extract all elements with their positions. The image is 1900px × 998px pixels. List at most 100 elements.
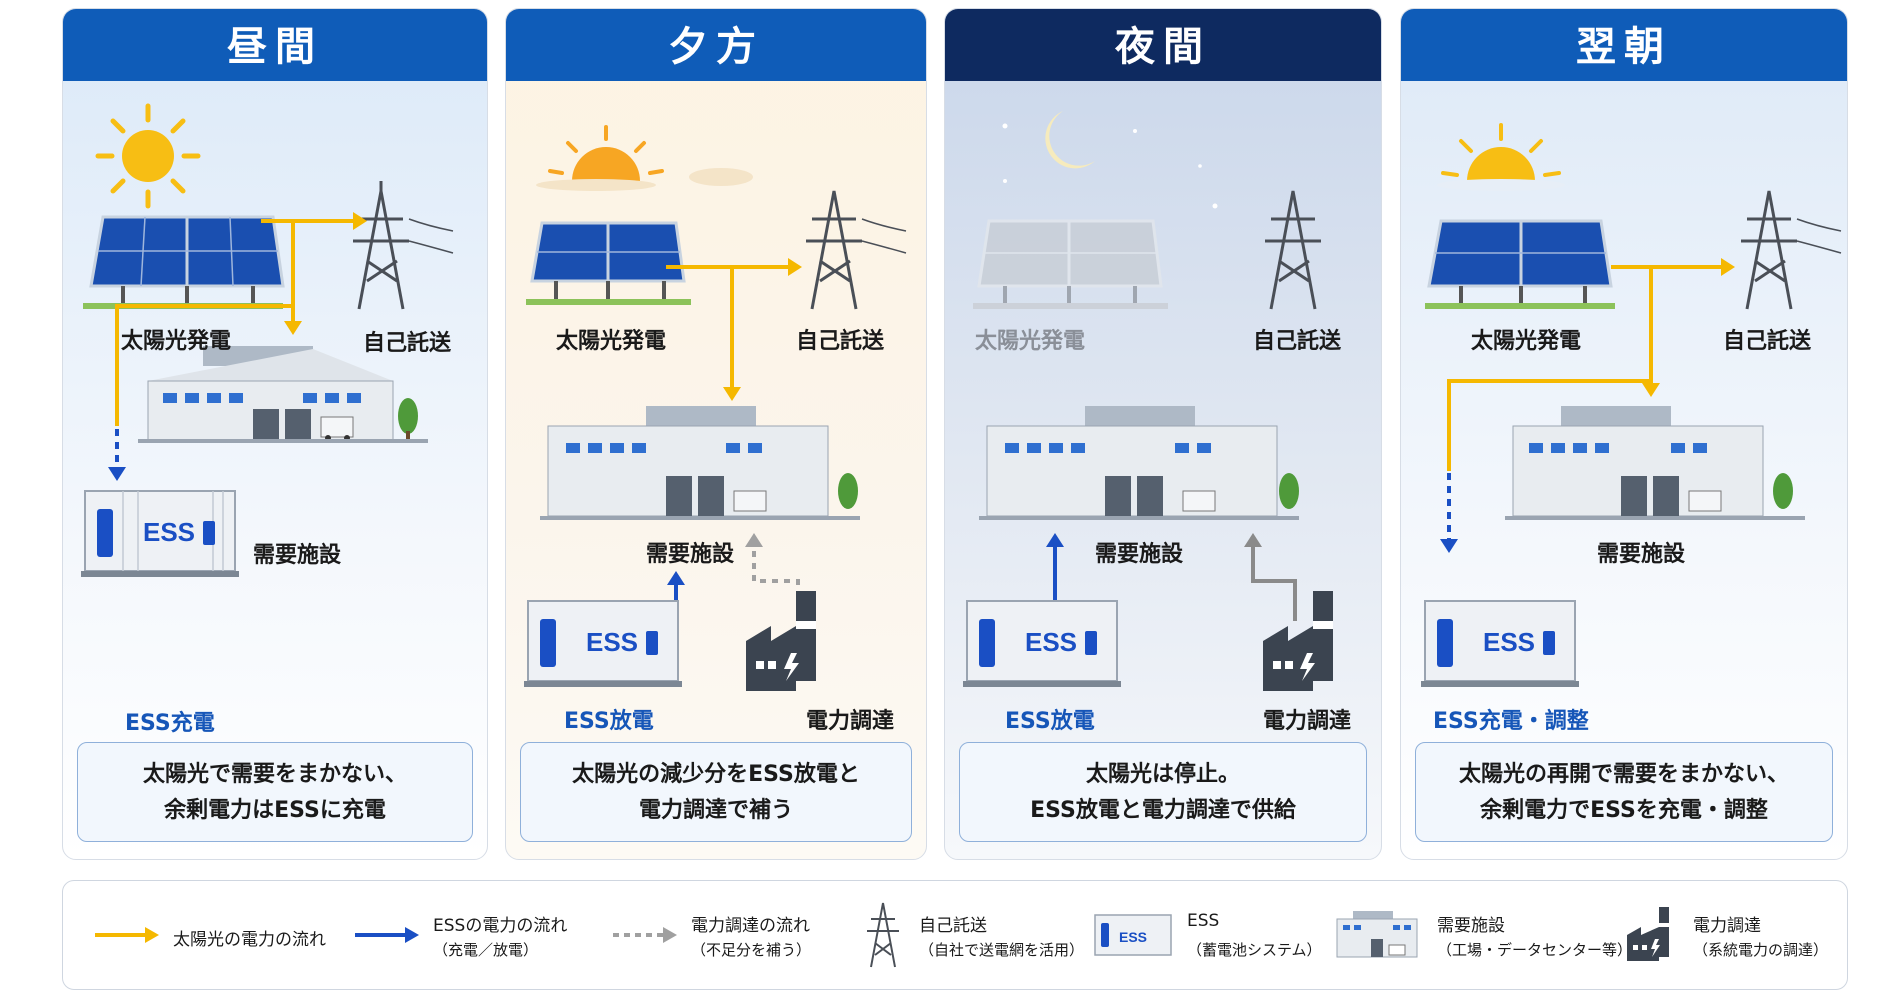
transmission-label: 自己託送 [1253, 329, 1342, 354]
inactive-solar-panel-icon [973, 219, 1168, 309]
panel-next-morning: 翌朝 [1400, 8, 1848, 860]
solar-panel-icon [526, 221, 691, 305]
legend-procurement: 電力調達 （系統電力の調達） [1623, 881, 1843, 989]
daytime-scene: ESS [81, 103, 454, 577]
solar-panel-icon [1425, 219, 1615, 309]
panel-title: 夕方 [506, 9, 926, 81]
facility-label: 需要施設 [1095, 542, 1184, 567]
factory-building-icon [540, 406, 860, 520]
panel-title: 夜間 [945, 9, 1381, 81]
transmission-label: 自己託送 [1723, 329, 1812, 354]
mini-ess-label: ESS [1119, 929, 1147, 945]
solar-label: 太陽光発電 [975, 329, 1086, 354]
legend-ess-flow-sub: （充電／放電） [433, 941, 539, 959]
solar-flow-arrow [1447, 265, 1721, 471]
ess-label: ESS [143, 517, 195, 547]
description-line-1: 太陽光で需要をまかない、 [142, 762, 407, 787]
legend-procurement-flow-sub: （不足分を補う） [691, 941, 812, 959]
ess-container-icon [963, 600, 1121, 687]
legend-procurement-label: 電力調達 [1693, 916, 1761, 936]
solar-flow-arrow [115, 219, 363, 426]
transmission-tower-icon [1265, 190, 1321, 310]
solar-flow-arrow [666, 265, 788, 393]
ess-label: ESS [1025, 627, 1077, 657]
description-line-2: ESS放電と電力調達で供給 [1030, 798, 1296, 823]
solar-label: 太陽光発電 [121, 329, 232, 354]
night-scene: ESS [963, 111, 1333, 691]
ess-container-icon: ESS [1094, 914, 1172, 956]
legend-transmission-sub: （自社で送電網を活用） [919, 941, 1085, 959]
ess-status-label: ESS放電 [1005, 709, 1095, 734]
gray-dashed-arrow-icon [613, 927, 677, 943]
legend-facility-sub: （工場・データセンター等） [1437, 941, 1633, 959]
legend-procurement-flow: 電力調達の流れ （不足分を補う） [611, 881, 841, 989]
morning-scene: ESS [1421, 123, 1842, 687]
factory-building-icon [1505, 406, 1805, 520]
power-plant-icon [1263, 591, 1333, 691]
yellow-arrow-icon [95, 927, 159, 943]
panel-daytime: 昼間 [62, 8, 488, 860]
ess-label: ESS [586, 627, 638, 657]
procurement-label: 電力調達 [806, 709, 895, 734]
panel-title: 翌朝 [1401, 9, 1847, 81]
legend-ess-label: ESS [1187, 911, 1220, 931]
power-plant-icon [1627, 907, 1669, 961]
legend-ess-flow-label: ESSの電力の流れ [433, 916, 568, 936]
transmission-label: 自己託送 [363, 331, 452, 356]
legend-solar-flow-label: 太陽光の電力の流れ [173, 930, 326, 950]
legend-transmission: 自己託送 （自社で送電網を活用） [863, 881, 1093, 989]
ess-status-label: ESS放電 [564, 709, 654, 734]
description-box: 太陽光の再開で需要をまかない、 余剰電力でESSを充電・調整 [1415, 742, 1833, 842]
procurement-label: 電力調達 [1263, 709, 1352, 734]
legend-procurement-flow-label: 電力調達の流れ [691, 916, 810, 936]
moon-icon [1045, 111, 1095, 169]
transmission-label: 自己託送 [796, 329, 885, 354]
facility-label: 需要施設 [253, 543, 342, 568]
description-line-2: 余剰電力でESSを充電・調整 [1480, 798, 1768, 823]
factory-building-icon [1336, 911, 1418, 958]
description-line-1: 太陽光の再開で需要をまかない、 [1458, 762, 1789, 787]
legend-ess-sub: （蓄電池システム） [1187, 941, 1322, 959]
legend-ess: ESS ESS （蓄電池システム） [1093, 881, 1322, 989]
panel-night: 夜間 [944, 8, 1382, 860]
transmission-tower-icon [1741, 190, 1842, 310]
panel-evening: 夕方 [505, 8, 927, 860]
ess-container-icon [1421, 600, 1579, 687]
setting-sun-icon [536, 125, 753, 191]
description-box: 太陽光の減少分をESS放電と 電力調達で補う [520, 742, 912, 842]
legend: 太陽光の電力の流れ ESSの電力の流れ （充電／放電） 電力調達の流れ （不足分… [62, 880, 1848, 990]
facility-label: 需要施設 [646, 542, 735, 567]
transmission-tower-icon [806, 190, 907, 310]
rising-sun-icon [1437, 123, 1565, 191]
factory-building-icon [138, 346, 428, 443]
description-line-2: 電力調達で補う [638, 798, 793, 823]
solar-label: 太陽光発電 [556, 329, 667, 354]
sun-icon [95, 103, 201, 209]
description-box: 太陽光は停止。 ESS放電と電力調達で供給 [959, 742, 1367, 842]
panel-title: 昼間 [63, 9, 487, 81]
ess-container-icon [81, 490, 239, 577]
ess-status-label: ESS充電・調整 [1433, 709, 1589, 734]
evening-scene: ESS [524, 125, 907, 691]
legend-solar-flow: 太陽光の電力の流れ [93, 881, 333, 989]
description-line-1: 太陽光は停止。 [1085, 762, 1240, 787]
legend-facility-label: 需要施設 [1437, 916, 1505, 936]
legend-ess-flow: ESSの電力の流れ （充電／放電） [353, 881, 583, 989]
star-icon [1002, 123, 1218, 209]
legend-transmission-label: 自己託送 [919, 916, 987, 936]
transmission-tower-icon [867, 902, 899, 968]
solar-panel-icon [83, 215, 285, 309]
power-plant-icon [746, 591, 816, 691]
factory-building-icon [979, 406, 1299, 520]
legend-facility: 需要施設 （工場・データセンター等） [1333, 881, 1632, 989]
description-line-1: 太陽光の減少分をESS放電と [572, 762, 860, 787]
facility-label: 需要施設 [1597, 542, 1686, 567]
blue-arrow-icon [355, 927, 419, 943]
description-line-2: 余剰電力はESSに充電 [164, 798, 386, 823]
ess-status-label: ESS充電 [125, 711, 215, 736]
legend-procurement-sub: （系統電力の調達） [1693, 941, 1829, 959]
solar-label: 太陽光発電 [1471, 329, 1582, 354]
ess-container-icon [524, 600, 682, 687]
description-box: 太陽光で需要をまかない、 余剰電力はESSに充電 [77, 742, 473, 842]
ess-label: ESS [1483, 627, 1535, 657]
